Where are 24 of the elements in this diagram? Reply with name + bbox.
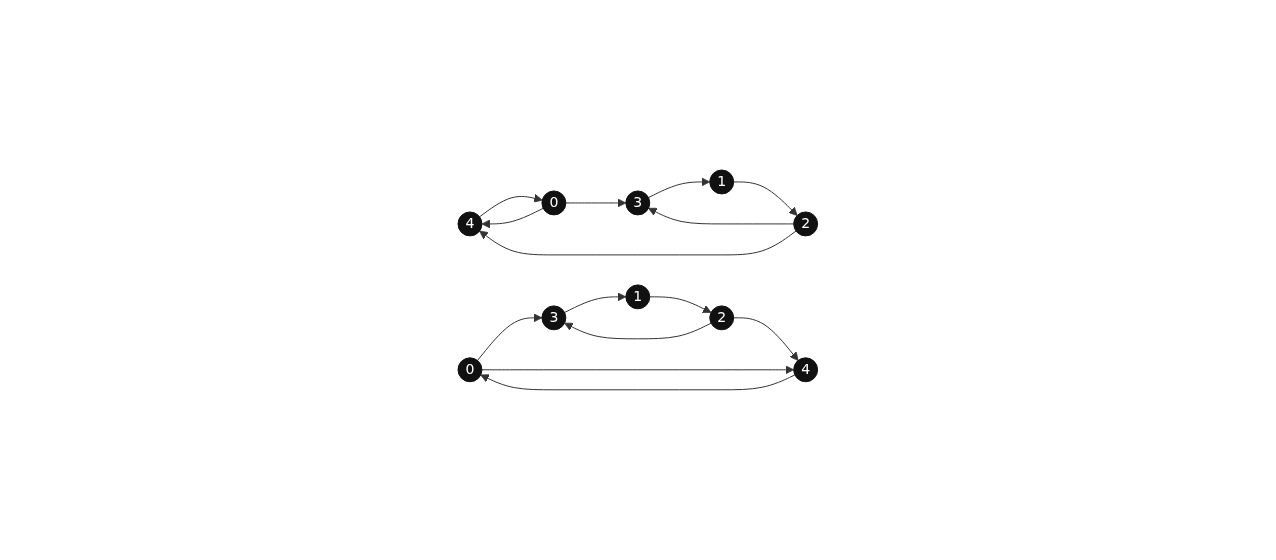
node-circle: 1	[625, 284, 651, 310]
arrow	[649, 296, 712, 313]
node-circle: 4	[793, 357, 819, 383]
node-circle: 3	[541, 305, 567, 331]
node-circle: 2	[793, 211, 819, 237]
arrow	[564, 292, 627, 314]
arrow	[733, 317, 799, 361]
arrow	[477, 313, 543, 362]
arrow	[481, 365, 795, 375]
node-circle: 3	[625, 190, 651, 216]
node-circle: 1	[709, 169, 735, 195]
arrow	[565, 198, 627, 208]
arrow	[648, 208, 795, 225]
arrow	[479, 194, 543, 218]
arrow	[564, 322, 712, 340]
arrow	[481, 207, 544, 229]
node-circle: 0	[541, 190, 567, 216]
arrow	[648, 177, 711, 199]
node-circle: 0	[457, 357, 483, 383]
arrow	[733, 181, 798, 216]
arrow	[479, 230, 797, 256]
node-circle: 2	[709, 305, 735, 331]
arrow	[480, 374, 796, 391]
node-circle: 4	[457, 211, 483, 237]
